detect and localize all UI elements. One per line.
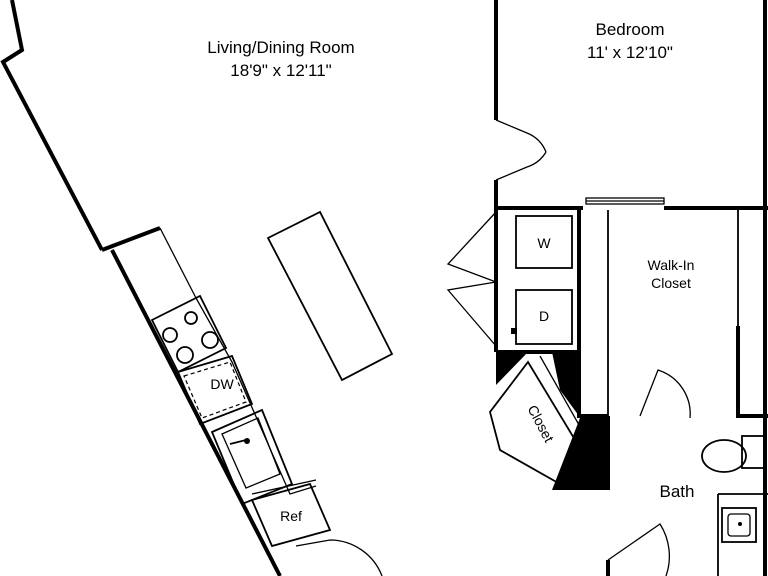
bedroom-door: [495, 119, 547, 181]
walkin-closet-label-2: Closet: [651, 275, 691, 291]
closet-walls: [489, 352, 610, 490]
bedroom-window: [585, 197, 665, 205]
dryer-label: D: [539, 308, 549, 324]
cooktop: [150, 294, 228, 374]
walkin-closet-label-1: Walk-In: [648, 257, 695, 273]
walkin-closet-walls: [577, 208, 768, 419]
dishwasher-label: DW: [210, 376, 234, 392]
refrigerator-label: Ref: [280, 508, 302, 524]
kitchen-counter: [159, 227, 317, 495]
bath-walls: [606, 416, 768, 576]
laundry-closet: [446, 208, 581, 354]
bath-sink: [721, 507, 757, 543]
bedroom-label: Bedroom: [596, 20, 665, 39]
dryer: [511, 289, 573, 345]
kitchen-sink: [210, 408, 294, 506]
kitchen-island: [266, 210, 394, 382]
dishwasher: [176, 354, 254, 426]
refrigerator: [250, 482, 332, 548]
bath-label: Bath: [660, 482, 695, 501]
washer: [515, 215, 573, 269]
closet-label: Closet: [525, 402, 558, 445]
toilet: [701, 435, 765, 473]
entry-door: [295, 539, 383, 576]
bedroom-dims: 11' x 12'10": [587, 43, 673, 62]
labels: Living/Dining Room 18'9" x 12'11" Bedroo…: [207, 20, 694, 524]
living-room-dims: 18'9" x 12'11": [230, 61, 331, 80]
living-room-label: Living/Dining Room: [207, 38, 354, 57]
washer-label: W: [537, 235, 551, 251]
